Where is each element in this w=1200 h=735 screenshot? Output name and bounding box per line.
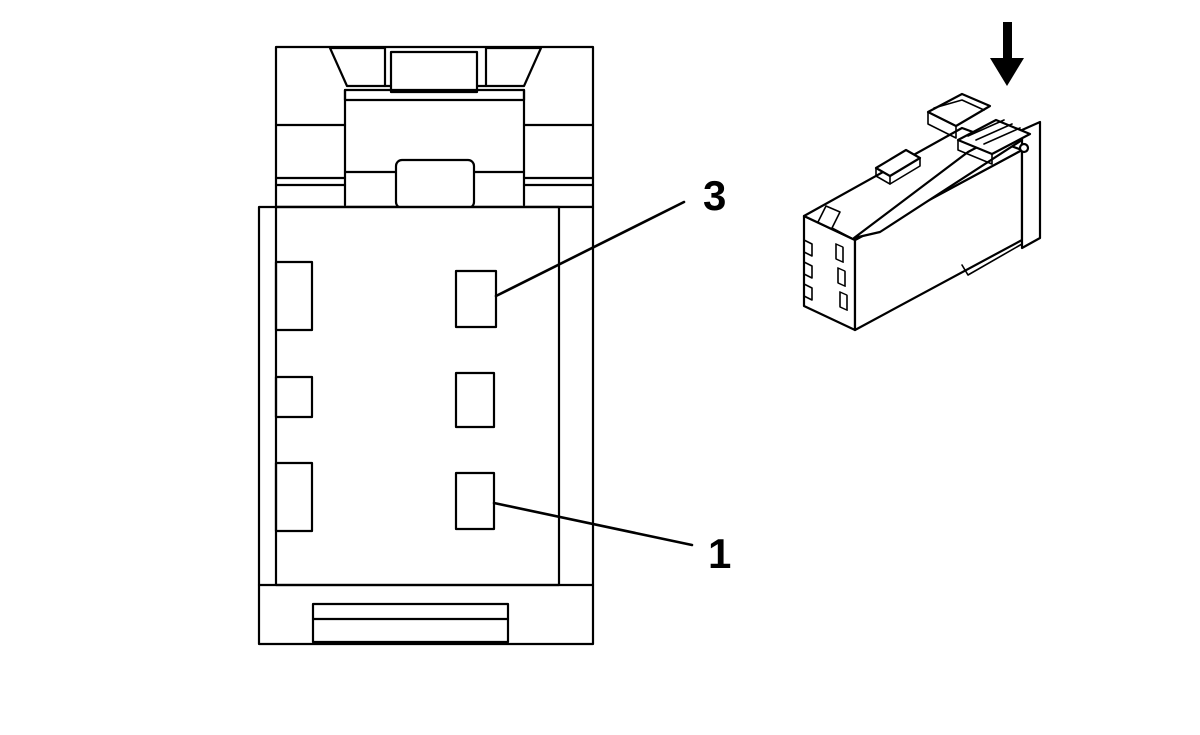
iso-latch-finger-left bbox=[926, 92, 992, 128]
callout-label-3: 3 bbox=[703, 172, 726, 219]
pin-cavity-1 bbox=[454, 471, 496, 531]
pin-cavity-3 bbox=[454, 269, 498, 329]
leader-line-3 bbox=[494, 200, 686, 298]
callout-1: 1 bbox=[492, 501, 731, 577]
latch-button bbox=[394, 158, 476, 210]
iso-pin-slot-3 bbox=[835, 243, 844, 263]
side-key-middle bbox=[274, 375, 314, 419]
iso-latch-finger-right bbox=[956, 118, 1032, 156]
side-key-upper bbox=[274, 260, 314, 332]
bottom-slot bbox=[311, 602, 510, 644]
leader-line-1 bbox=[492, 501, 694, 547]
iso-rear-plate bbox=[1020, 120, 1042, 250]
callout-label-1: 1 bbox=[708, 530, 731, 577]
pin-cavity-2 bbox=[454, 371, 496, 429]
iso-pin-slot-2 bbox=[837, 267, 846, 287]
top-right-notch bbox=[484, 46, 543, 88]
down-arrow-icon bbox=[990, 22, 1024, 86]
side-key-lower bbox=[274, 461, 314, 533]
top-left-notch bbox=[328, 46, 387, 88]
top-center-tab bbox=[389, 50, 479, 94]
main-body bbox=[257, 205, 595, 646]
connector-isometric-view bbox=[802, 92, 1042, 332]
connector-front-view bbox=[257, 45, 595, 646]
iso-pivot bbox=[1018, 142, 1030, 154]
iso-pin-slot-1 bbox=[839, 291, 848, 311]
callout-3: 3 bbox=[494, 172, 726, 298]
